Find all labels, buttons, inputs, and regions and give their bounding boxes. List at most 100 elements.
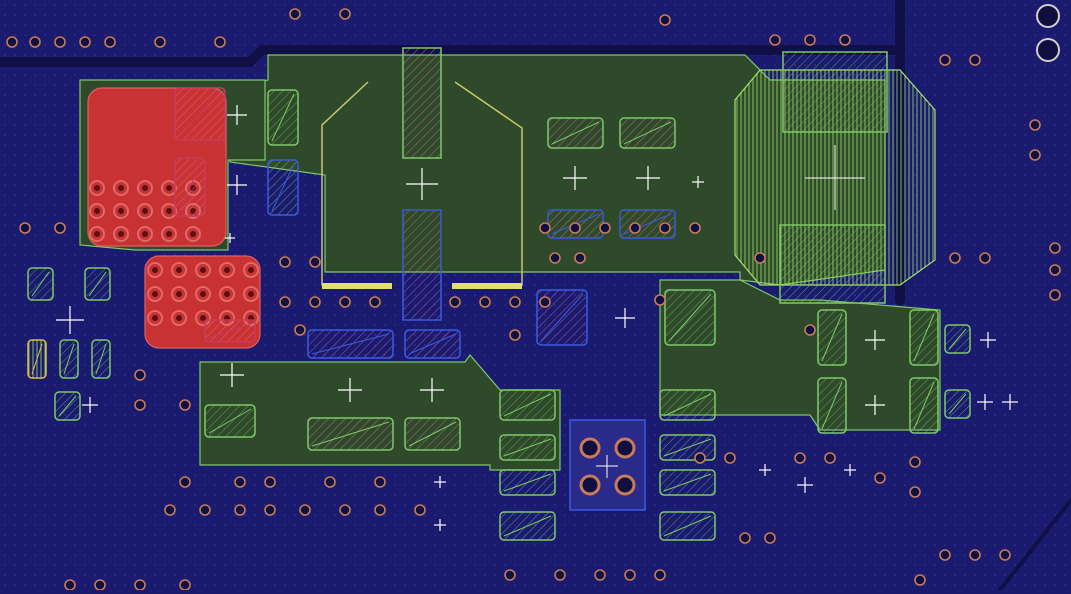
via	[739, 532, 751, 544]
smd-pad[interactable]	[547, 117, 604, 149]
via	[6, 36, 18, 48]
smd-pad[interactable]	[909, 377, 939, 434]
via	[979, 252, 991, 264]
silk-cross	[338, 378, 362, 402]
smd-pad[interactable]	[659, 511, 716, 541]
smd-pad[interactable]	[91, 339, 111, 379]
smd-pad[interactable]	[817, 377, 847, 434]
smd-pad[interactable]	[619, 117, 676, 149]
outline-pad-right	[452, 283, 522, 289]
silk-cross	[759, 464, 771, 476]
via	[909, 486, 921, 498]
via	[1029, 119, 1041, 131]
smd-pad[interactable]	[499, 389, 556, 421]
via	[113, 203, 129, 219]
connector-center[interactable]	[569, 419, 646, 511]
via	[89, 203, 105, 219]
silk-cross	[220, 363, 244, 387]
smd-pad[interactable]	[499, 434, 556, 461]
via	[243, 286, 259, 302]
smd-pad[interactable]	[27, 339, 47, 379]
scattered-vias	[6, 8, 1061, 591]
smd-pad[interactable]	[499, 469, 556, 496]
via	[764, 532, 776, 544]
silk-cross	[420, 378, 444, 402]
silk-cross	[636, 166, 660, 190]
via	[137, 180, 153, 196]
smd-pad[interactable]	[404, 417, 461, 451]
via	[199, 504, 211, 516]
smd-pad[interactable]	[174, 87, 226, 141]
via	[554, 569, 566, 581]
via	[1049, 289, 1061, 301]
via	[369, 296, 381, 308]
smd-pad[interactable]	[267, 159, 299, 216]
via	[134, 579, 146, 591]
via	[824, 452, 836, 464]
smd-pad[interactable]	[307, 417, 394, 451]
smd-pad[interactable]	[664, 289, 716, 346]
via	[909, 456, 921, 468]
via	[171, 262, 187, 278]
via	[309, 296, 321, 308]
via	[509, 329, 521, 341]
via	[134, 399, 146, 411]
via	[659, 222, 671, 234]
mounting-holes	[1036, 4, 1060, 62]
copper-pour-bottom[interactable]	[199, 354, 561, 471]
smd-pad[interactable]	[307, 329, 394, 359]
smd-pad[interactable]	[204, 404, 256, 438]
via	[804, 34, 816, 46]
via	[939, 549, 951, 561]
silk-cross	[615, 308, 635, 328]
smd-pad[interactable]	[267, 89, 299, 146]
smd-pad[interactable]	[659, 389, 716, 421]
smd-pad[interactable]	[944, 389, 971, 419]
via	[279, 296, 291, 308]
via	[279, 256, 291, 268]
component-top-vertical[interactable]	[402, 47, 442, 321]
via	[504, 569, 516, 581]
via	[309, 256, 321, 268]
smd-pad[interactable]	[404, 329, 461, 359]
smd-pad[interactable]	[204, 319, 256, 343]
via	[179, 579, 191, 591]
via	[299, 504, 311, 516]
via	[264, 504, 276, 516]
silk-cross	[434, 519, 446, 531]
via	[794, 452, 806, 464]
smd-pad[interactable]	[59, 339, 79, 379]
smd-pad[interactable]	[174, 157, 206, 217]
silk-cross	[227, 175, 247, 195]
via	[154, 36, 166, 48]
small-parts-group[interactable]	[27, 87, 971, 541]
via	[1049, 242, 1061, 254]
smd-pad[interactable]	[54, 391, 81, 421]
via	[294, 324, 306, 336]
via	[449, 296, 461, 308]
smd-pad[interactable]	[84, 267, 111, 301]
via	[19, 222, 31, 234]
via	[339, 8, 351, 20]
smd-pad[interactable]	[27, 267, 54, 301]
smd-pad[interactable]	[659, 434, 716, 461]
smd-pad[interactable]	[909, 309, 939, 366]
silk-cross	[1002, 394, 1018, 410]
via	[219, 262, 235, 278]
smd-pad[interactable]	[817, 309, 847, 366]
via	[539, 296, 551, 308]
via	[874, 472, 886, 484]
inductor-large[interactable]	[734, 51, 936, 304]
smd-pad[interactable]	[499, 511, 556, 541]
via	[574, 252, 586, 264]
via	[569, 222, 581, 234]
via	[839, 34, 851, 46]
smd-pad[interactable]	[659, 469, 716, 496]
copper-pour-right[interactable]	[659, 279, 941, 431]
via	[164, 504, 176, 516]
via	[594, 569, 606, 581]
smd-pad[interactable]	[944, 324, 971, 354]
via	[654, 569, 666, 581]
